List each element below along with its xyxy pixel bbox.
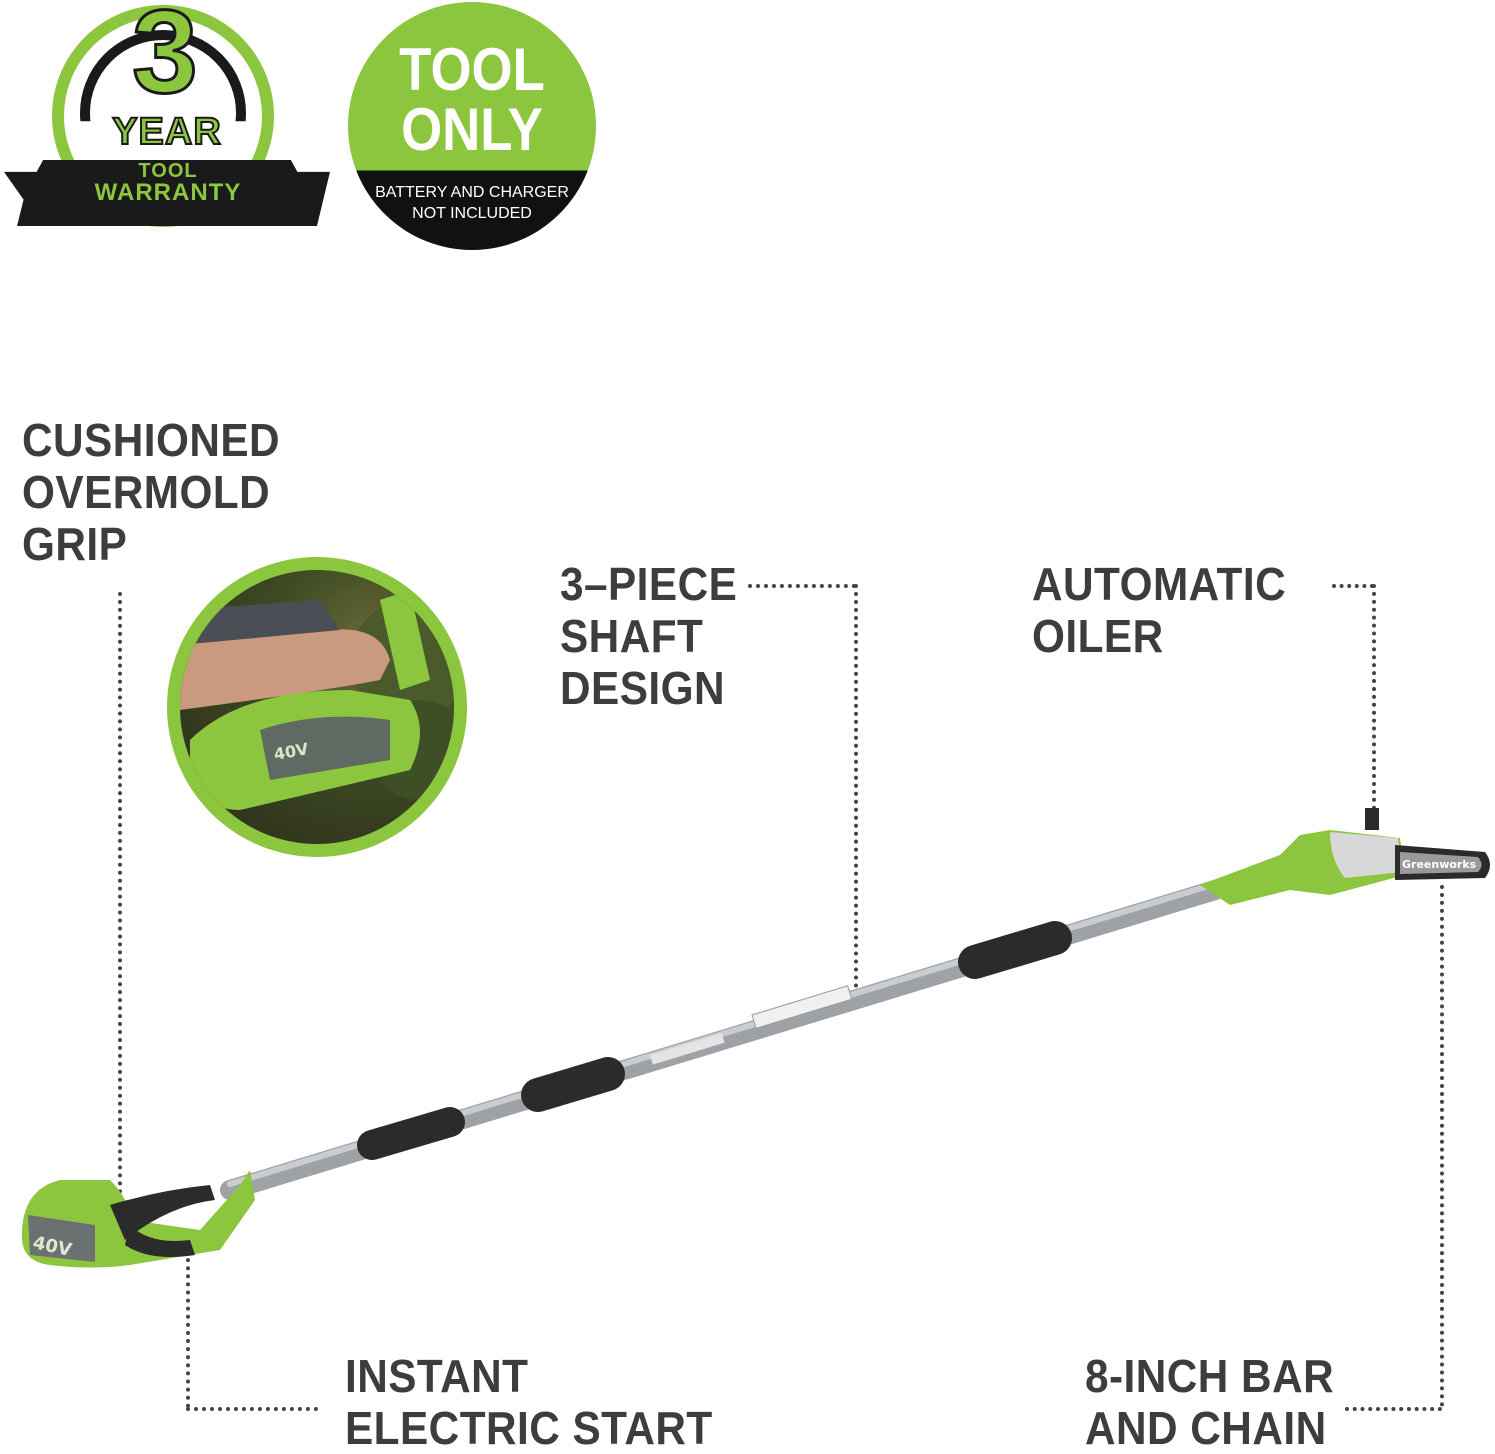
- tool-only-circle: [348, 2, 596, 250]
- warranty-badge: 3 YEAR TOOL WARRANTY: [0, 0, 340, 245]
- feature-start-line1: INSTANT: [345, 1350, 529, 1402]
- leader-oiler-vertical: [1372, 584, 1376, 810]
- leader-oiler-horizontal: [1332, 584, 1374, 588]
- warranty-word-text: WARRANTY: [94, 179, 242, 206]
- feature-label-oiler: AUTOMATIC OILER: [1032, 558, 1286, 662]
- feature-label-grip: CUSHIONED OVERMOLD GRIP: [22, 414, 280, 570]
- tool-only-sub1: BATTERY AND CHARGER: [375, 184, 569, 201]
- inset-arm: [180, 629, 390, 710]
- feature-grip-line1: CUSHIONED: [22, 414, 281, 466]
- warranty-banner: [4, 160, 330, 226]
- inset-photo-grip: 40V: [180, 570, 454, 844]
- warranty-tool-text: TOOL: [138, 160, 198, 182]
- tool-only-sub2: NOT INCLUDED: [412, 205, 532, 222]
- leader-shaft-vertical: [854, 584, 858, 988]
- feature-oiler-line2: OILER: [1032, 610, 1164, 662]
- feature-label-bar: 8-INCH BAR AND CHAIN: [1085, 1350, 1334, 1454]
- shaft-grip-1: [357, 1107, 465, 1160]
- tool-only-badge: TOOL ONLY BATTERY AND CHARGER NOT INCLUD…: [0, 0, 600, 255]
- feature-label-start: INSTANT ELECTRIC START: [345, 1350, 713, 1454]
- shaft-grip-3: [958, 921, 1072, 979]
- trigger-grip: [110, 1185, 215, 1240]
- tool-only-title: TOOL ONLY: [363, 40, 581, 160]
- leader-start-horizontal: [186, 1407, 318, 1411]
- feature-bar-line2: AND CHAIN: [1085, 1402, 1327, 1454]
- feature-start-line2: ELECTRIC START: [345, 1402, 713, 1454]
- saw-head-cover: [1330, 832, 1402, 878]
- leader-bar-vertical: [1440, 885, 1444, 1407]
- feature-shaft-line3: DESIGN: [560, 662, 726, 714]
- tool-only-line2: ONLY: [401, 96, 543, 163]
- feature-bar-line1: 8-INCH BAR: [1085, 1350, 1335, 1402]
- leader-start-vertical: [186, 1250, 190, 1408]
- tool-only-subtitle: BATTERY AND CHARGER NOT INCLUDED: [348, 182, 596, 224]
- inset-photo-illustration: 40V: [180, 590, 454, 810]
- leader-shaft-horizontal: [748, 584, 856, 588]
- feature-shaft-line2: SHAFT: [560, 610, 704, 662]
- feature-grip-line3: GRIP: [22, 518, 128, 570]
- feature-grip-line2: OVERMOLD: [22, 466, 271, 518]
- warranty-year: YEAR: [111, 111, 222, 153]
- feature-shaft-line1: 3–PIECE: [560, 558, 738, 610]
- feature-label-shaft: 3–PIECE SHAFT DESIGN: [560, 558, 737, 714]
- leader-bar-horizontal: [1345, 1407, 1442, 1411]
- brand-label: Greenworks: [1402, 858, 1477, 871]
- shaft-warning-labels: [751, 985, 853, 1030]
- leader-grip-vertical: [118, 592, 122, 1202]
- tool-only-line1: TOOL: [399, 36, 545, 103]
- feature-oiler-line1: AUTOMATIC: [1032, 558, 1287, 610]
- oiler-cap: [1365, 808, 1379, 830]
- warranty-number: 3: [131, 0, 200, 118]
- shaft-grip-2: [521, 1057, 625, 1112]
